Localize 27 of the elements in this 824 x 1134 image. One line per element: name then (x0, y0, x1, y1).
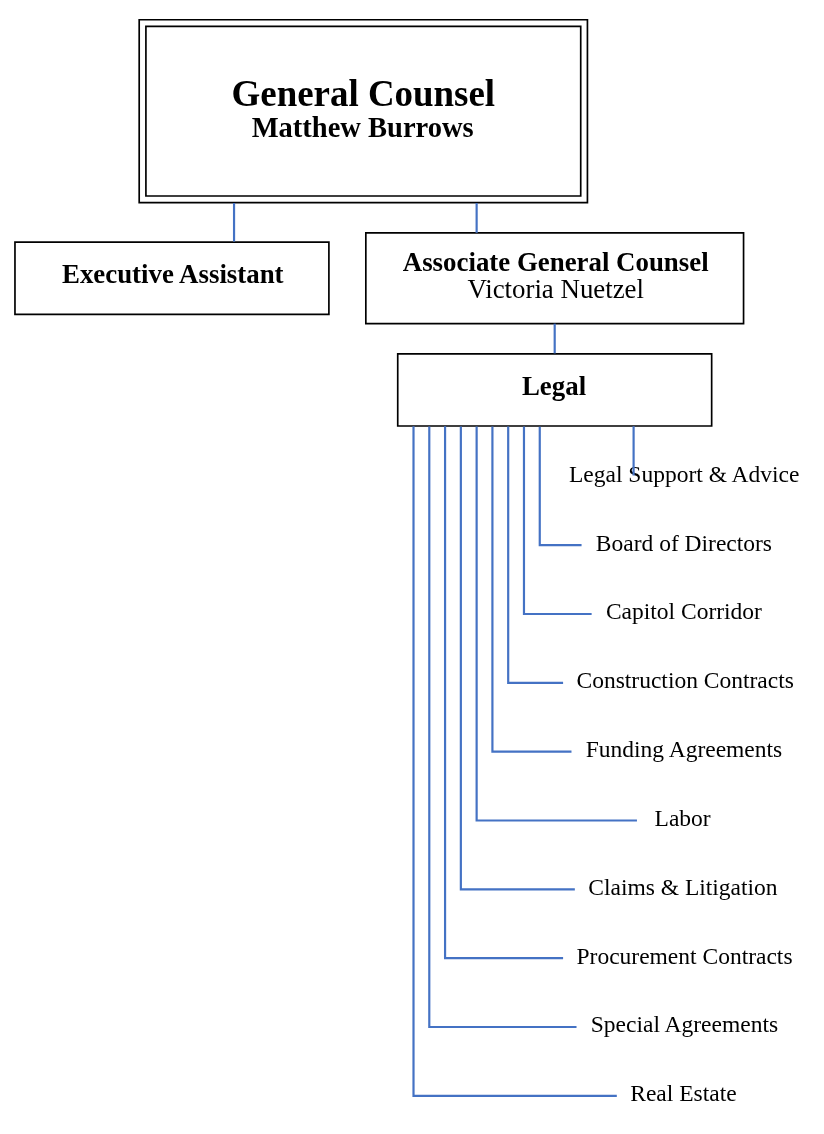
node-text: Legal Support & Advice (568, 460, 800, 487)
node-text: Real Estate (630, 1080, 737, 1107)
connector (491, 426, 572, 753)
node-text: Construction Contracts (576, 667, 794, 694)
node-box: General Counsel Matthew Burrows (138, 18, 589, 204)
connector (428, 426, 577, 1029)
connector (475, 426, 637, 822)
node-text: Claims & Litigation (588, 873, 778, 900)
node-box: Associate General Counsel Victoria Nuetzel (365, 232, 745, 325)
node-box: Legal (396, 352, 713, 427)
connector (475, 203, 478, 233)
node-text: Board of Directors (595, 529, 773, 556)
connector (507, 426, 564, 684)
connector (522, 426, 592, 616)
node-box: Executive Assistant (14, 241, 330, 316)
node-text: Procurement Contracts (576, 942, 793, 969)
connector (459, 426, 575, 891)
connector (538, 426, 582, 547)
connector (444, 426, 564, 960)
node-text: Capitol Corridor (605, 598, 762, 625)
connector (412, 426, 617, 1097)
connector (232, 203, 236, 242)
node-text: Special Agreements (590, 1011, 779, 1038)
node-text: Labor (654, 804, 711, 831)
connector (553, 323, 556, 354)
connector (632, 426, 635, 476)
node-text: Funding Agreements (585, 736, 783, 763)
